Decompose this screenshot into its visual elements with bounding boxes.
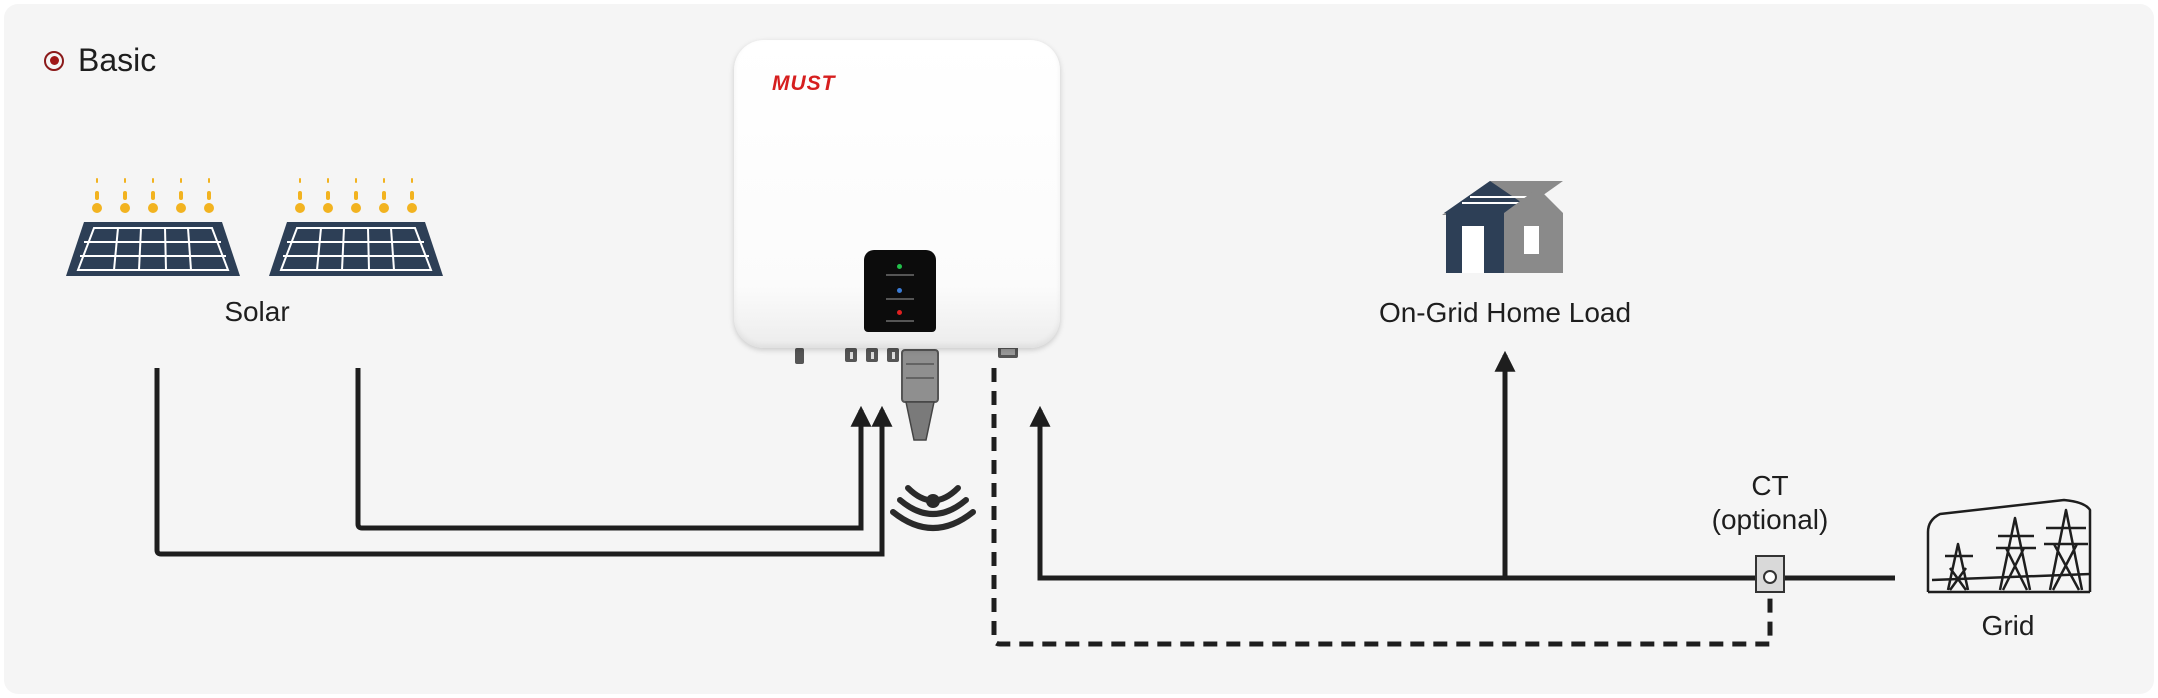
sun-rays-icon [92,178,214,213]
wifi-dongle [901,349,939,441]
ct-optional-label: (optional) [1711,504,1829,535]
ct-signal-line [991,368,1773,647]
transmission-tower-icon [1926,498,2092,594]
radio-selected-icon[interactable] [44,50,64,71]
ct-label: CT [1751,470,1789,501]
led-fault [897,310,902,315]
ac-lines [1029,350,1895,581]
home-load-label: On-Grid Home Load [1378,297,1632,328]
solar-label: Solar [224,296,290,327]
sun-rays-icon [295,178,417,213]
house-icon [1442,181,1563,273]
inverter: MUST [734,40,1060,348]
solar-panel-icon [66,178,240,276]
grid-label: Grid [1981,610,2035,641]
led-normal-label [886,274,914,276]
solar-panel-icon [269,178,443,276]
ct-clamp-icon [1755,555,1785,593]
led-wifi-label [886,298,914,300]
led-normal [897,264,902,269]
status-panel [864,250,936,332]
led-wifi [897,288,902,293]
section-title: Basic [44,42,156,79]
brand-logo: MUST [772,72,836,95]
title-text: Basic [78,42,157,78]
wifi-icon [890,485,976,531]
led-fault-label [886,320,914,322]
dc-lines [154,368,893,557]
inverter-connectors [795,346,1018,364]
